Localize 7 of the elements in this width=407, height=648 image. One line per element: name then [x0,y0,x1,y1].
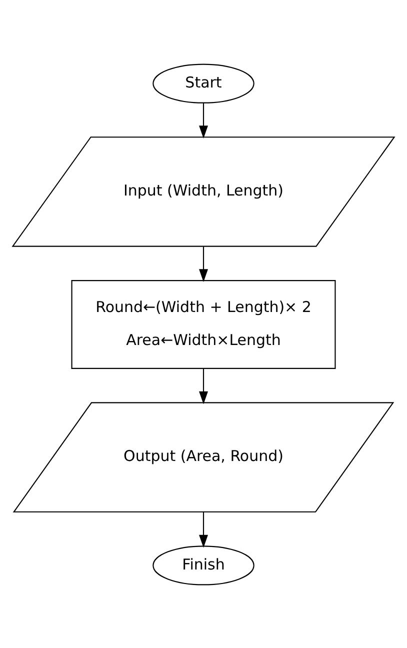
node-ellipse: Start [152,63,254,103]
arrow [199,368,208,404]
arrow [199,246,208,282]
node-box: Round←(Width + Length)× 2 Area←Width×Length [71,280,336,368]
node-ellipse: Finish [152,545,254,585]
arrow [199,102,208,138]
arrow [199,511,208,548]
